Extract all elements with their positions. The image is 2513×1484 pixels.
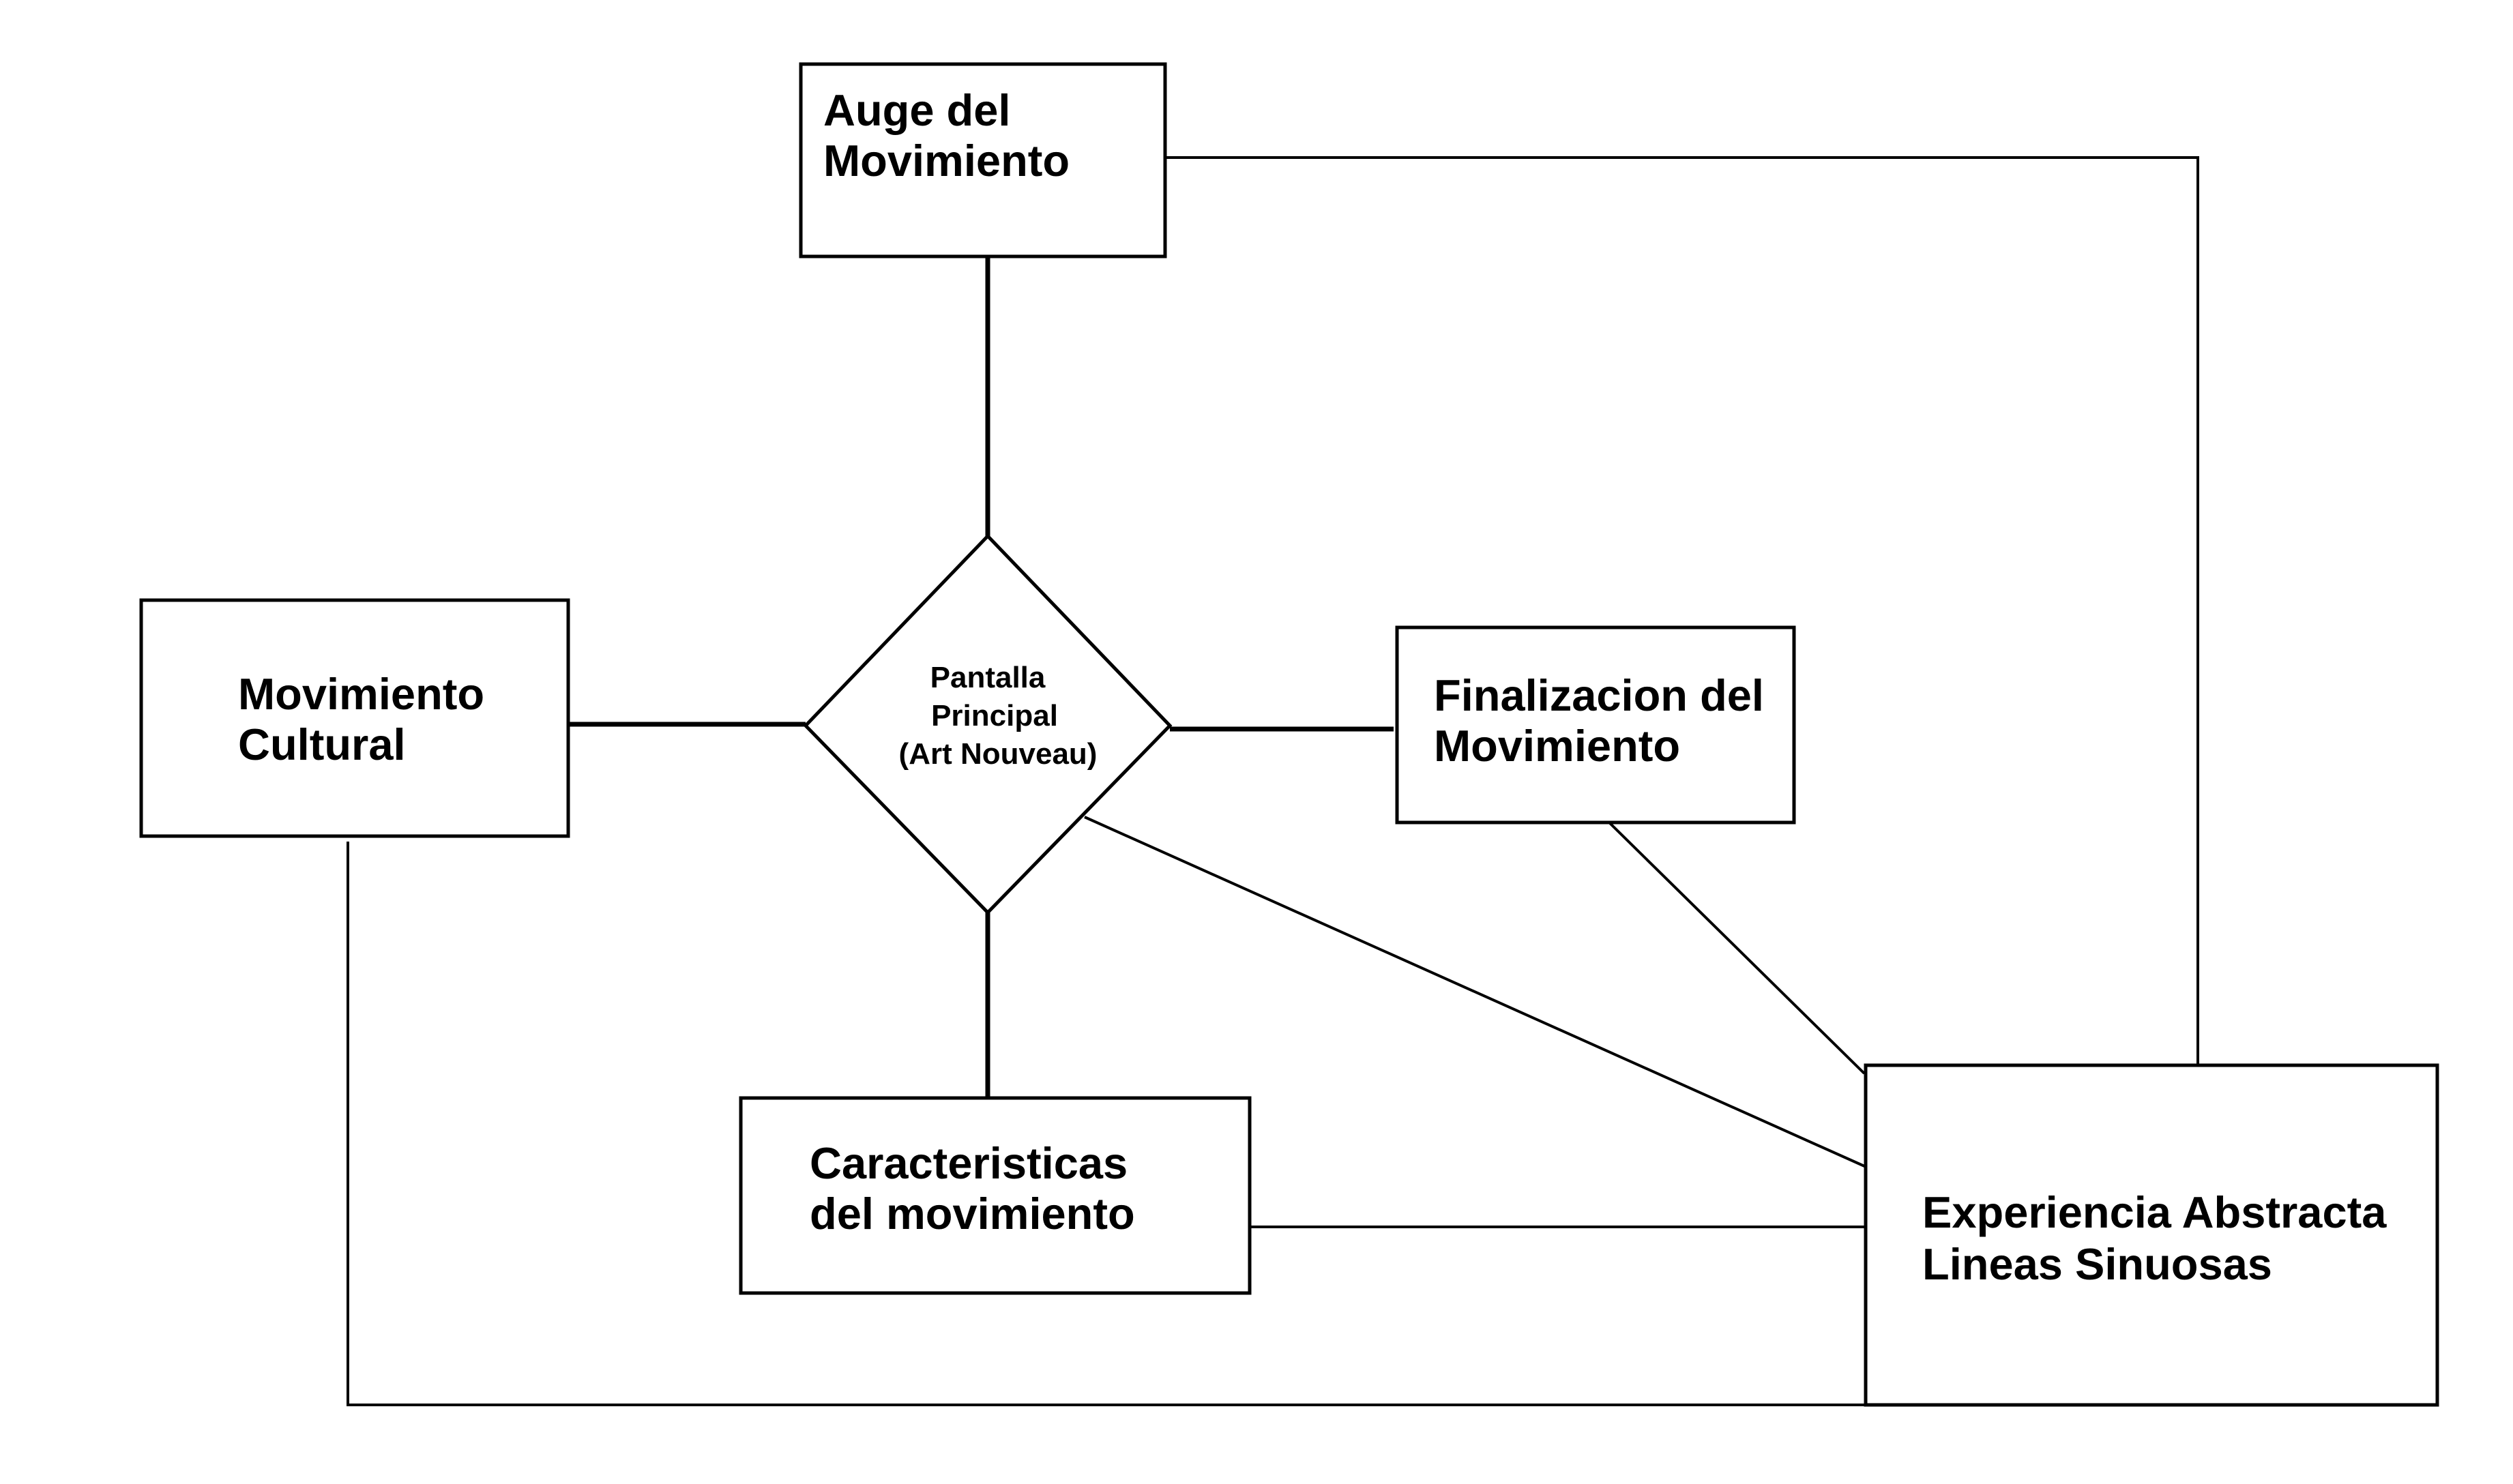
edge-finalizacion-experiencia [1608,822,1866,1075]
node-cultural-line-1: Movimiento [238,669,484,719]
node-experiencia-line-1: Experiencia Abstracta [1922,1187,2387,1237]
node-experiencia-line-2: Lineas Sinuosas [1922,1239,2272,1289]
node-pantalla-principal: Pantalla Principal (Art Nouveau) [803,533,1173,915]
edge-pantalla-experiencia [1084,816,1870,1170]
node-pantalla-line-1: Pantalla [930,661,1046,694]
edge-cultural-experiencia [347,842,1867,1406]
node-pantalla-line-3: (Art Nouveau) [899,737,1098,771]
node-finalizacion-del-movimiento: Finalizacion del Movimiento [1395,625,1796,825]
node-cultural-line-2: Cultural [238,719,406,769]
node-finalizacion-line-1: Finalizacion del [1434,670,1764,720]
node-movimiento-cultural: Movimiento Cultural [139,598,570,838]
node-experiencia-abstracta: Experiencia Abstracta Lineas Sinuosas [1864,1063,2439,1407]
node-pantalla-line-2: Principal [931,699,1058,732]
node-auge-line-1: Auge del [823,85,1010,135]
node-auge-del-movimiento: Auge del Movimiento [799,62,1167,258]
node-caracteristicas-line-1: Caracteristicas [810,1138,1128,1188]
node-caracteristicas-line-2: del movimiento [810,1189,1135,1238]
node-caracteristicas-del-movimiento: Caracteristicas del movimiento [739,1096,1252,1295]
node-finalizacion-line-2: Movimiento [1434,721,1680,771]
edge-auge-experiencia [1165,156,2199,1065]
node-auge-line-2: Movimiento [823,136,1070,186]
